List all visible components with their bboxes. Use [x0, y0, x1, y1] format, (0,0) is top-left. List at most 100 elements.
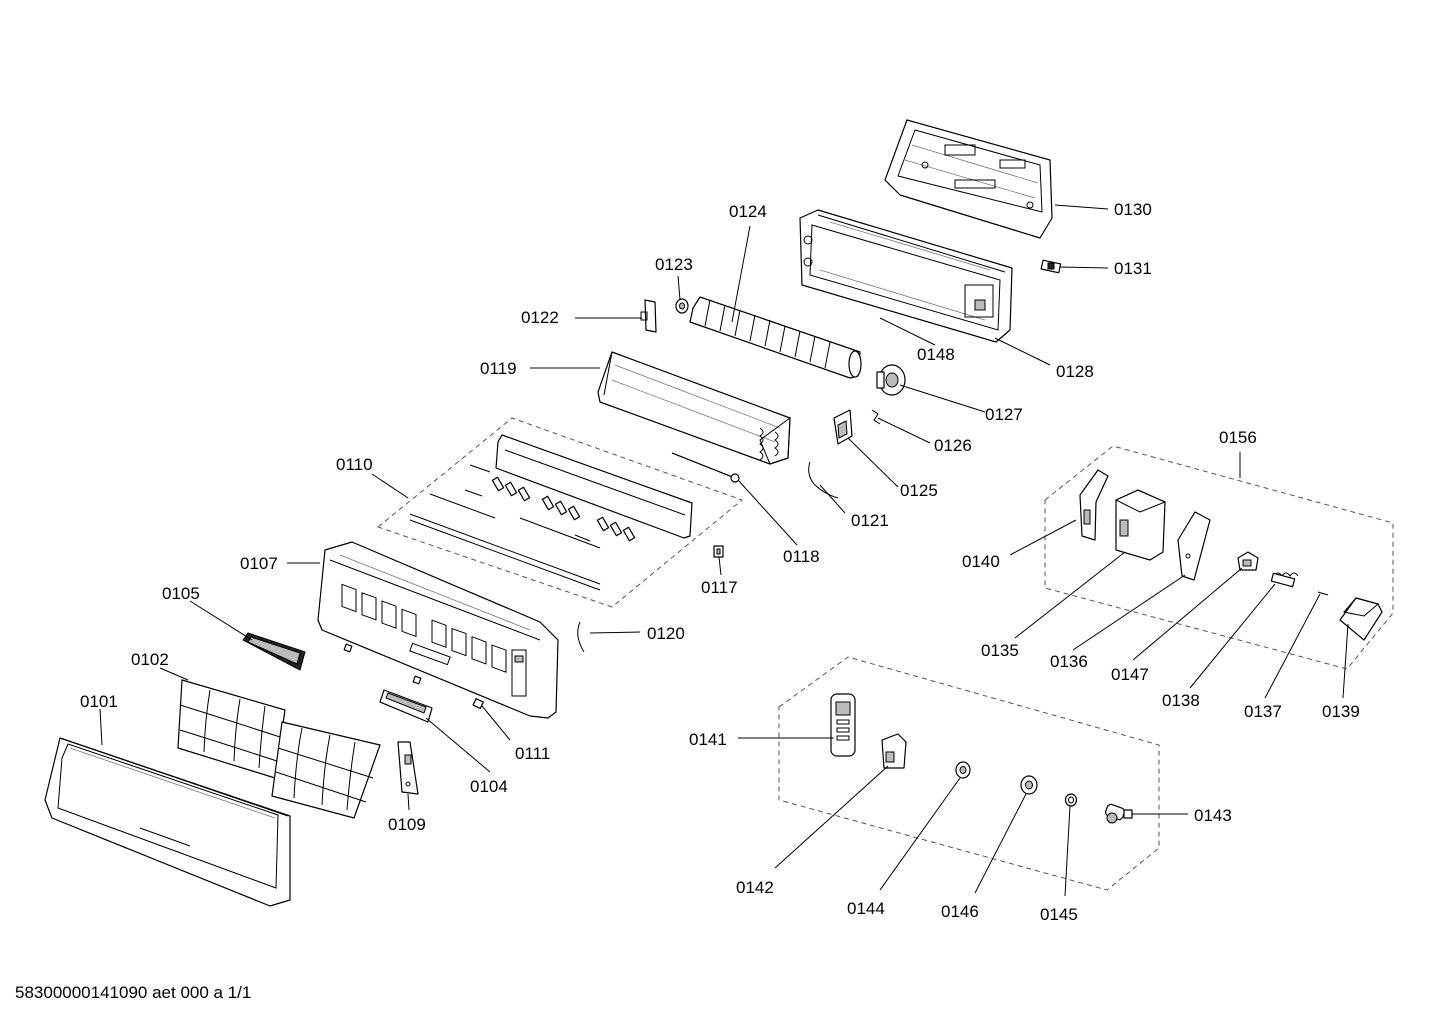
part-0135-control-box	[1114, 489, 1167, 561]
part-0147-terminal	[1237, 551, 1259, 571]
part-0144-nut	[955, 761, 971, 779]
label-0126: 0126	[934, 436, 972, 455]
part-0137-pin	[1317, 591, 1329, 596]
label-0122: 0122	[521, 308, 559, 327]
label-0142: 0142	[736, 878, 774, 897]
label-0135: 0135	[981, 641, 1019, 660]
part-0145-ring	[1064, 793, 1078, 807]
leader-0125	[847, 437, 899, 488]
part-0141-remote-control	[830, 693, 856, 757]
leader-0148	[879, 317, 936, 346]
leader-0124	[731, 225, 751, 323]
leader-0140	[1009, 519, 1077, 556]
leader-0111	[481, 705, 511, 741]
part-0139-box-cover	[1339, 597, 1383, 641]
part-0131-clip	[1040, 259, 1062, 274]
part-0102-air-filters	[177, 679, 381, 819]
part-0123-bearing	[675, 298, 689, 314]
part-0101-front-panel	[44, 737, 291, 907]
part-0104-display-cover	[379, 689, 433, 723]
part-0119-evaporator	[597, 351, 791, 465]
part-0138-coil	[1270, 572, 1299, 588]
label-0120: 0120	[647, 624, 685, 643]
part-0120-wire	[577, 621, 585, 653]
leader-0121	[819, 484, 846, 514]
part-labels: 0130 0131 0124 0123 0122 0148 0128 0119 …	[80, 200, 1360, 924]
label-0119: 0119	[480, 359, 517, 378]
part-0140-bracket	[1079, 469, 1109, 541]
part-0105-filter	[242, 632, 306, 671]
leader-0147	[1132, 567, 1243, 661]
label-0118: 0118	[783, 547, 820, 566]
label-0146: 0146	[941, 902, 979, 921]
label-0104: 0104	[470, 777, 508, 796]
leader-0145	[1064, 805, 1071, 897]
part-0143-valve	[1105, 803, 1133, 824]
label-0156: 0156	[1219, 428, 1257, 447]
leader-lines	[99, 204, 1349, 897]
label-0107: 0107	[240, 554, 278, 573]
label-0131: 0131	[1114, 259, 1152, 278]
leader-0131	[1059, 266, 1109, 269]
part-0124-crossflow-fan	[689, 296, 862, 379]
leader-0137	[1264, 593, 1321, 699]
drawing-code: 58300000141090 aet 000 a 1/1	[15, 983, 251, 1002]
leader-0102	[159, 667, 189, 681]
leader-0120	[589, 631, 641, 634]
leader-0138	[1189, 583, 1276, 689]
label-0130: 0130	[1114, 200, 1152, 219]
part-0127-fan-motor	[876, 364, 906, 396]
louver-blades	[491, 476, 636, 542]
group-box-accessories	[778, 656, 1160, 891]
label-0145: 0145	[1040, 905, 1078, 924]
label-0143: 0143	[1194, 806, 1232, 825]
label-0139: 0139	[1322, 702, 1360, 721]
label-0123: 0123	[655, 255, 693, 274]
leader-0123	[677, 275, 681, 301]
label-0136: 0136	[1050, 652, 1088, 671]
label-0147: 0147	[1111, 665, 1149, 684]
label-0144: 0144	[847, 899, 885, 918]
part-0118-drain-hose	[671, 452, 740, 483]
label-0128: 0128	[1056, 362, 1094, 381]
part-0128-chassis	[799, 209, 1013, 343]
part-0117-clip	[713, 545, 724, 558]
label-0148: 0148	[917, 345, 955, 364]
part-0107-front-frame	[317, 541, 559, 719]
part-0142-remote-holder	[881, 733, 907, 769]
leader-0142	[774, 765, 889, 869]
leader-0127	[899, 384, 986, 413]
part-0121-wire	[808, 461, 839, 499]
label-0101: 0101	[80, 692, 118, 711]
part-0125-bracket	[833, 409, 853, 445]
label-0140: 0140	[962, 552, 1000, 571]
label-0124: 0124	[729, 202, 767, 221]
part-0146-nut	[1020, 775, 1038, 795]
leader-0128	[994, 337, 1051, 366]
part-0109-pcb-cover	[397, 741, 419, 795]
part-0126-clip	[871, 409, 881, 425]
label-0111: 0111	[515, 744, 550, 763]
part-0130-mounting-plate	[884, 119, 1053, 239]
leader-0118	[737, 479, 798, 546]
part-0110-louver-assembly	[409, 434, 693, 591]
leader-0146	[974, 793, 1027, 894]
leader-0104	[425, 717, 491, 773]
label-0138: 0138	[1162, 691, 1200, 710]
label-0110: 0110	[336, 455, 373, 474]
part-0111-clip	[472, 698, 484, 710]
label-0125: 0125	[900, 481, 938, 500]
label-0121: 0121	[851, 511, 889, 530]
label-0105: 0105	[162, 584, 200, 603]
label-0137: 0137	[1244, 702, 1282, 721]
leader-0144	[879, 777, 961, 891]
label-0117: 0117	[701, 578, 738, 597]
leader-0139	[1342, 623, 1349, 699]
label-0109: 0109	[388, 815, 426, 834]
part-0136-cover-plate	[1177, 511, 1211, 581]
leader-0136	[1072, 574, 1186, 651]
label-0127: 0127	[985, 405, 1023, 424]
leader-0105	[189, 600, 253, 641]
leader-0110	[371, 473, 409, 499]
leader-0135	[1014, 551, 1126, 639]
